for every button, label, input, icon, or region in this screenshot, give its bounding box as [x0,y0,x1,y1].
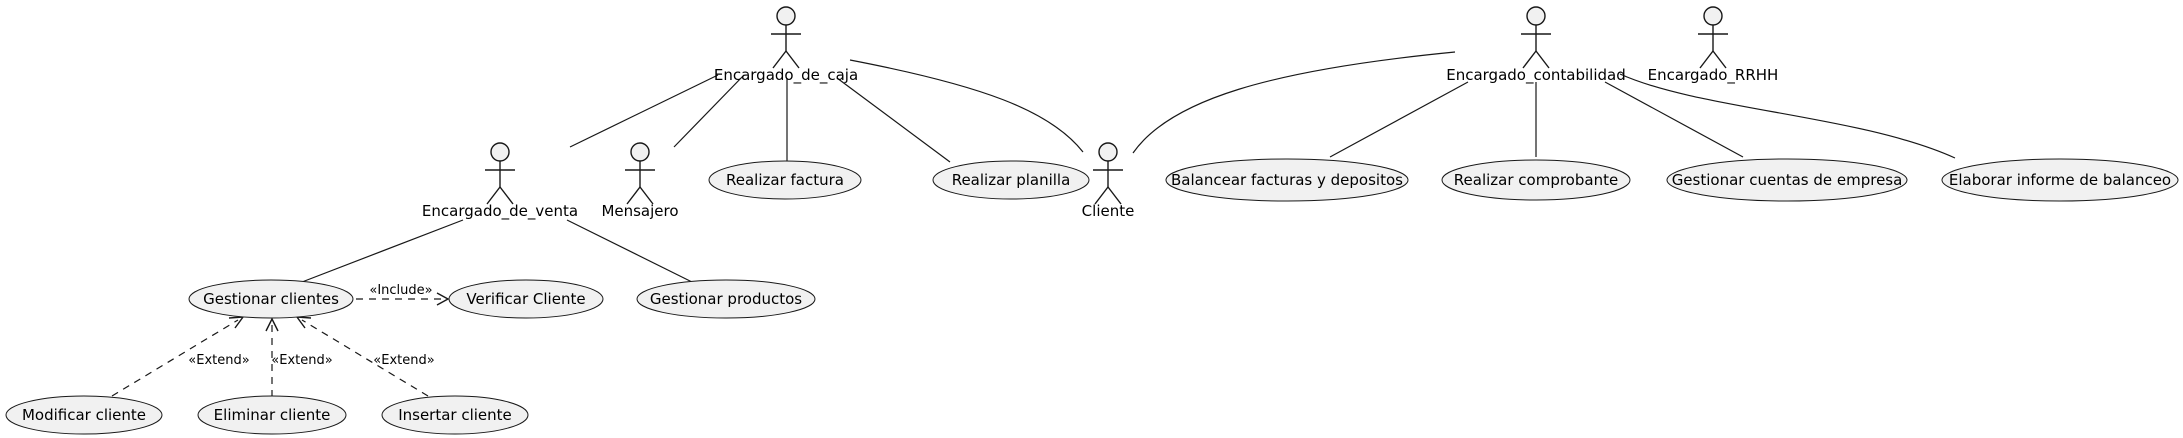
actor-label: Mensajero [601,202,678,220]
extend-modificar-arrowhead [228,316,245,329]
actor-label: Encargado_contabilidad [1446,66,1626,85]
usecase-gestionar-clientes[interactable]: Gestionar clientes [188,279,354,319]
actor-figure-icon [771,6,801,69]
actor-figure-icon [485,142,515,205]
actor-figure-icon [1093,142,1123,205]
usecase-label: Gestionar productos [650,290,802,308]
usecase-modificar-cliente[interactable]: Modificar cliente [5,395,163,435]
assoc-caja-cliente [849,59,1084,153]
actor-mensajero[interactable]: Mensajero [601,142,679,220]
usecase-label: Gestionar clientes [203,290,339,308]
stereotype-labels: «Include» «Extend» «Extend» «Extend» [188,283,434,368]
assoc-contabilidad-cliente [1132,51,1456,154]
usecase-insertar-cliente[interactable]: Insertar cliente [381,395,529,435]
extend-modificar-gestionar [111,319,239,397]
actor-figure-icon [1698,6,1728,69]
dependencies [111,292,450,397]
actor-figure-icon [1521,6,1551,69]
assoc-caja-venta [569,74,719,148]
extend-label-modificar: «Extend» [188,353,249,368]
usecase-realizar-comprobante[interactable]: Realizar comprobante [1441,159,1631,201]
usecase-realizar-planilla[interactable]: Realizar planilla [932,160,1090,200]
actor-encargado-contabilidad[interactable]: Encargado_contabilidad [1446,6,1626,85]
usecase-gestionar-productos[interactable]: Gestionar productos [636,279,816,319]
usecase-label: Eliminar cliente [214,406,331,424]
assoc-contabilidad-cuentas [1604,81,1744,158]
include-label: «Include» [369,283,432,298]
usecase-label: Insertar cliente [398,406,512,424]
actor-label: Cliente [1082,202,1135,220]
usecase-label: Realizar comprobante [1454,171,1618,189]
actor-label: Encargado_de_venta [422,202,578,221]
usecase-label: Realizar planilla [952,171,1071,189]
extend-eliminar-arrowhead [265,317,279,332]
include-arrowhead [436,292,450,306]
actor-cliente[interactable]: Cliente [1082,142,1135,220]
actor-encargado-de-venta[interactable]: Encargado_de_venta [422,142,578,221]
actor-label: Encargado_RRHH [1648,66,1779,85]
assoc-venta-gestionar-productos [566,219,693,283]
usecase-balancear-facturas[interactable]: Balancear facturas y depositos [1165,158,1409,202]
assoc-contabilidad-informe [1619,73,1956,159]
actor-figure-icon [625,142,655,205]
usecase-realizar-factura[interactable]: Realizar factura [708,160,862,200]
usecase-label: Gestionar cuentas de empresa [1672,171,1903,189]
assoc-caja-realizar-planilla [836,77,951,163]
usecase-eliminar-cliente[interactable]: Eliminar cliente [197,395,347,435]
actor-label: Encargado_de_caja [714,66,858,85]
usecase-gestionar-cuentas[interactable]: Gestionar cuentas de empresa [1666,158,1908,202]
usecase-label: Realizar factura [726,171,844,189]
usecase-label: Balancear facturas y depositos [1171,171,1403,189]
usecase-label: Elaborar informe de balanceo [1949,171,2171,189]
associations [301,51,1956,283]
usecase-label: Verificar Cliente [466,290,585,308]
extend-label-eliminar: «Extend» [271,353,332,368]
actor-encargado-de-caja[interactable]: Encargado_de_caja [714,6,858,85]
extend-insertar-arrowhead [295,316,312,329]
assoc-contabilidad-balancear [1329,81,1469,158]
extend-insertar-gestionar [301,319,429,397]
usecase-elaborar-informe[interactable]: Elaborar informe de balanceo [1941,158,2179,202]
assoc-venta-gestionar-clientes [301,219,464,283]
assoc-caja-mensajero [673,74,745,148]
usecase-verificar-cliente[interactable]: Verificar Cliente [448,279,604,319]
extend-label-insertar: «Extend» [373,353,434,368]
usecase-label: Modificar cliente [22,406,146,424]
actor-encargado-rrhh[interactable]: Encargado_RRHH [1648,6,1779,85]
